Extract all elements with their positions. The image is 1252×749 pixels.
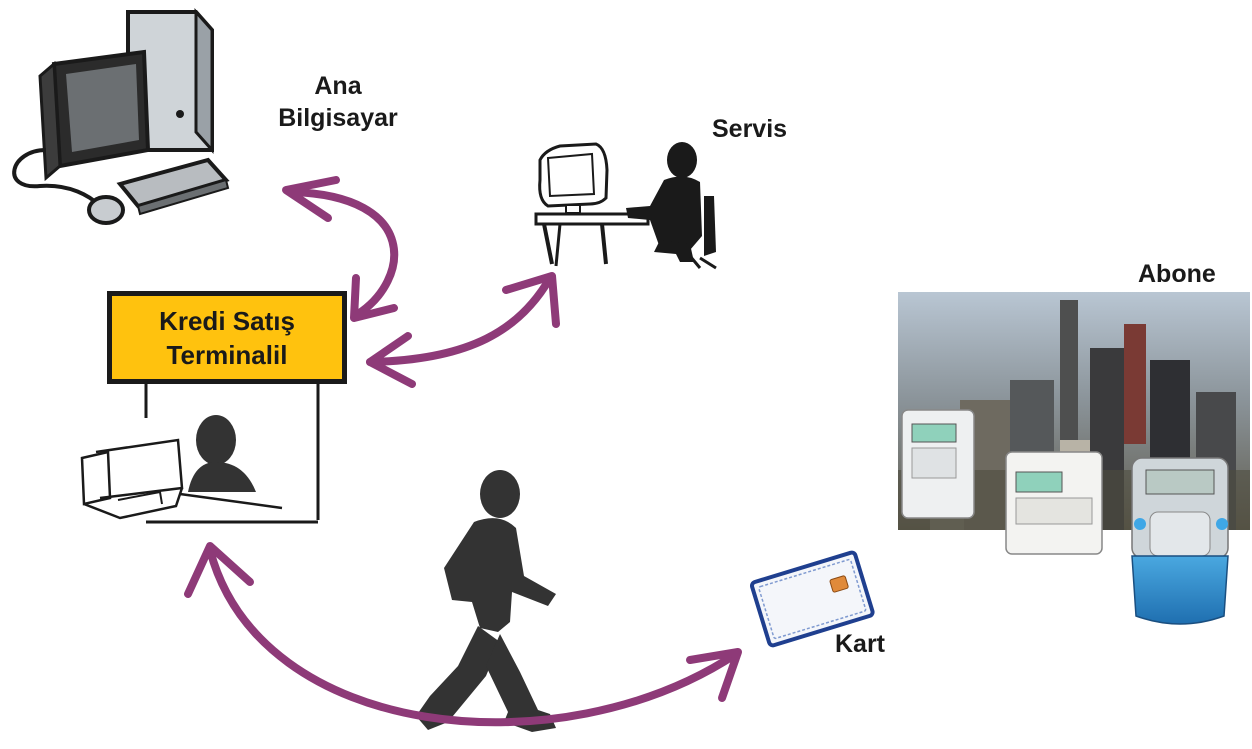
card-label: Kart	[835, 630, 886, 658]
arrow-terminal-service	[366, 274, 554, 366]
smart-card-icon	[749, 550, 875, 648]
desktop-computer-icon	[12, 8, 230, 225]
service-label: Servis	[712, 115, 787, 143]
arrowhead-service	[502, 272, 560, 328]
service-operator-icon	[534, 142, 717, 270]
arrowhead-card	[686, 648, 742, 702]
arrowhead-terminal-mid	[366, 332, 416, 388]
arrowhead-terminal-bottom	[184, 542, 254, 598]
arrowhead-main-computer	[282, 176, 340, 222]
arrow-terminal-card	[206, 546, 740, 727]
arrow-terminal-main-computer	[288, 188, 399, 318]
walking-person-icon	[416, 470, 556, 732]
arrowhead-terminal-top	[350, 274, 398, 322]
subscriber-label: Abone	[1138, 260, 1216, 288]
main-computer-label-line1: Ana	[314, 72, 362, 100]
credit-sales-terminal-sign: Kredi Satış Terminalil	[107, 291, 347, 384]
main-computer-label-line2: Bilgisayar	[278, 104, 398, 132]
subscriber-city-meters-image	[898, 292, 1250, 625]
terminal-label-line1: Kredi Satış	[159, 305, 295, 336]
terminal-clerk-icon	[80, 384, 320, 524]
terminal-label-line2: Terminalil	[166, 339, 288, 370]
